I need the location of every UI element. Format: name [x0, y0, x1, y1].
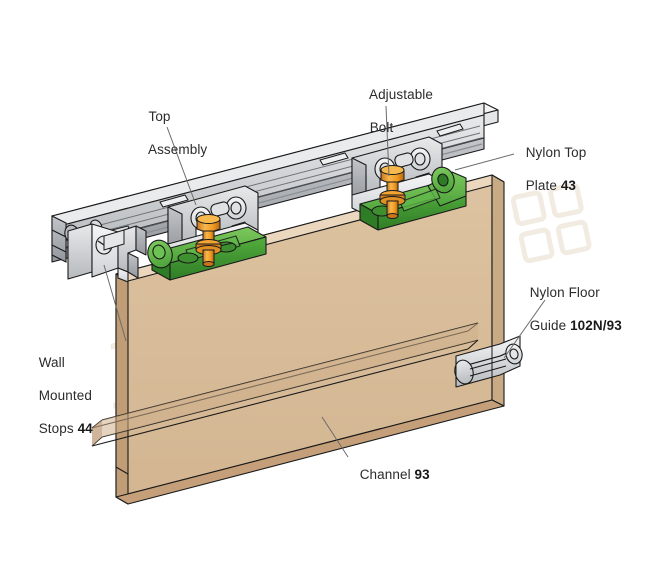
- nylon-floor-guide: [454, 335, 523, 388]
- leader-lines: [103, 105, 546, 458]
- wall-mounted-stop: [67, 223, 147, 283]
- label-nylon-top-plate-line1: Nylon Top: [525, 144, 587, 160]
- label-adjustable-bolt: Adjustable Bolt: [362, 70, 433, 136]
- label-nylon-top-plate-code: 43: [560, 177, 577, 193]
- label-channel: Channel 93: [352, 450, 430, 483]
- label-wall-mounted-stops: Wall Mounted Stops 44: [31, 338, 93, 437]
- label-adjustable-bolt-line1: Adjustable: [368, 86, 434, 102]
- label-nylon-floor-guide: Nylon Floor Guide 102N/93: [522, 268, 622, 334]
- channel-shade: [102, 323, 478, 437]
- label-nylon-floor-guide-line2: Guide: [529, 317, 571, 333]
- adjustable-bolt-right: [379, 165, 406, 219]
- label-channel-code: 93: [414, 466, 430, 482]
- label-adjustable-bolt-line2: Bolt: [369, 119, 394, 135]
- label-top-assembly: Top Assembly: [141, 92, 207, 158]
- label-top-assembly-line1: Top: [148, 108, 171, 124]
- label-wall-mounted-stops-line1: Wall: [38, 354, 65, 370]
- label-nylon-top-plate: Nylon Top Plate 43: [518, 128, 587, 194]
- door-bottom-stile: [115, 466, 129, 475]
- leader-adjustable-bolt: [385, 105, 390, 177]
- leader-channel: [321, 416, 349, 458]
- adjustable-bolt-left: [195, 214, 222, 267]
- label-nylon-top-plate-line2: Plate: [525, 177, 561, 193]
- track-left-bracket: [103, 229, 125, 251]
- label-wall-mounted-stops-code: 44: [77, 420, 93, 436]
- label-wall-mounted-stops-line2: Mounted: [38, 387, 92, 403]
- watermark-logo-icon: [510, 182, 592, 264]
- floor-guide-groove: [455, 345, 493, 387]
- label-nylon-floor-guide-line1: Nylon Floor: [529, 284, 600, 300]
- leader-top-assembly: [166, 126, 197, 206]
- channel-shade-end: [92, 420, 102, 446]
- leader-wall-mounted-stops: [103, 264, 127, 342]
- leader-nylon-floor-guide: [503, 299, 546, 359]
- label-channel-line1: Channel: [359, 466, 415, 482]
- label-wall-mounted-stops-line3: Stops: [38, 420, 78, 436]
- leader-nylon-top-plate: [454, 153, 515, 171]
- label-top-assembly-line2: Assembly: [147, 141, 208, 157]
- label-nylon-floor-guide-code: 102N/93: [570, 317, 622, 333]
